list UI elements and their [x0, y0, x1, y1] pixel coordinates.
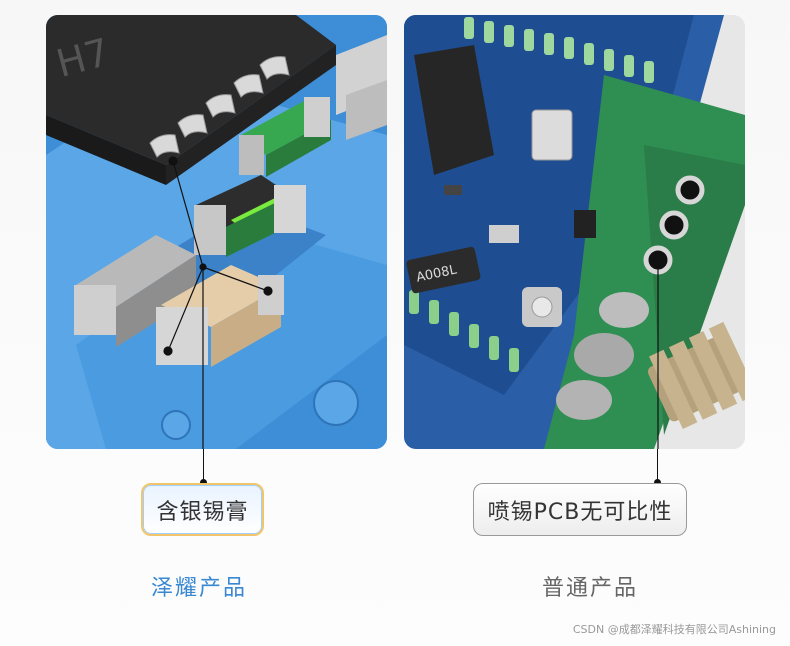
left-product-label-text: 含银锡膏	[156, 499, 249, 525]
ic-chip: H7	[46, 15, 336, 185]
right-product-label: 喷锡PCB无可比性	[473, 483, 687, 536]
right-product-caption: 普通产品	[541, 576, 638, 601]
watermark: CSDN @成都泽耀科技有限公司Ashining	[572, 623, 776, 636]
right-product-label-text: 喷锡PCB无可比性	[487, 499, 673, 525]
right-product-image: A008L	[404, 15, 745, 449]
right-callout-dot	[654, 479, 661, 486]
left-product-label: 含银锡膏	[141, 483, 264, 536]
left-product-image: H7	[46, 15, 387, 449]
left-callout-dot	[200, 479, 207, 486]
left-callout-line	[203, 449, 204, 483]
right-callout-line	[657, 449, 658, 483]
left-product-caption: 泽耀产品	[150, 576, 247, 601]
